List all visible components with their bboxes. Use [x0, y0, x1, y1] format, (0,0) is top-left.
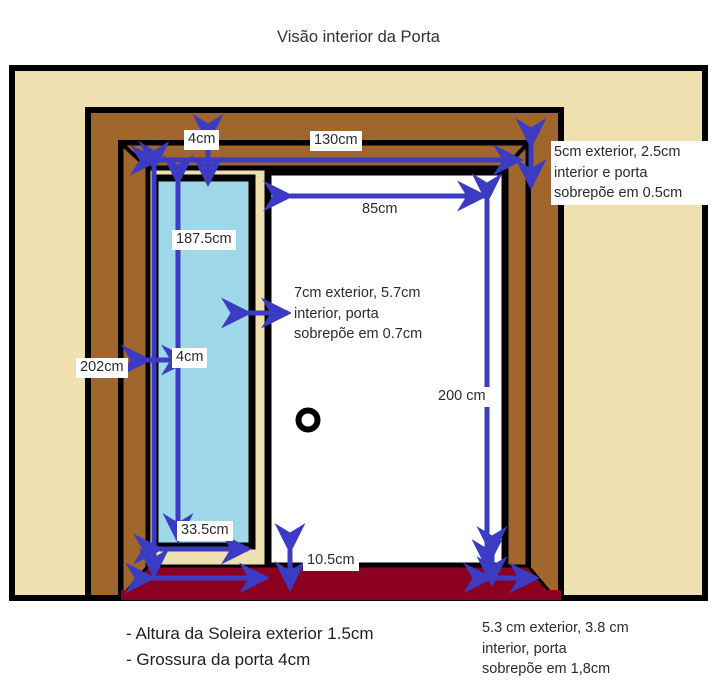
peephole [295, 407, 321, 433]
page-title: Visão interior da Porta [277, 28, 440, 46]
caption-bottom-left: - Altura da Soleira exterior 1.5cm - Gro… [126, 624, 374, 669]
label-top-jamb-thickness: 4cm [184, 130, 220, 151]
label-bottom-gap: 10.5cm [303, 551, 359, 572]
label-opening-height: 202cm [76, 358, 128, 379]
label-top-inner-width: 130cm [310, 131, 362, 152]
note-middle-stile: 7cm exterior, 5.7cm interior, porta sobr… [291, 282, 449, 346]
door-leaf [264, 168, 509, 570]
label-door-leaf-width: 85cm [358, 200, 402, 221]
note-bottom-right-sill: 5.3 cm exterior, 3.8 cm interior, porta … [482, 620, 629, 678]
label-glass-panel-height: 187.5cm [172, 230, 236, 251]
label-glass-panel-width: 33.5cm [177, 521, 233, 542]
note-top-right-jamb: 5cm exterior, 2.5cm interior e porta sob… [551, 141, 717, 205]
threshold-front-face [121, 590, 561, 600]
label-door-leaf-height: 200 cm [434, 387, 490, 408]
label-glass-gap: 4cm [172, 348, 208, 369]
